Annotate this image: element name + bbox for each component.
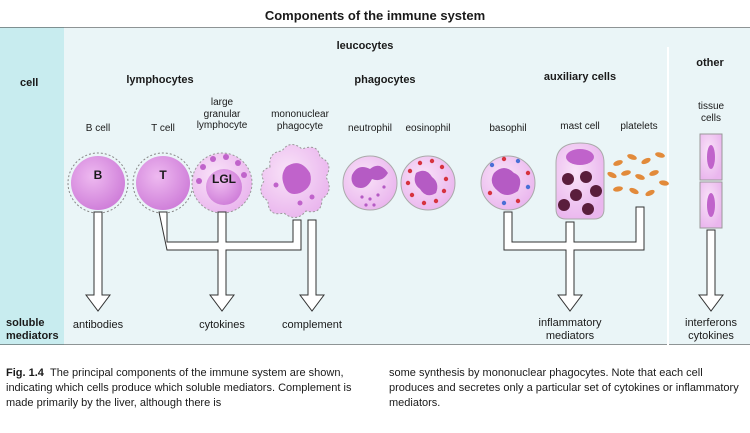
figure-number: Fig. 1.4 <box>6 367 44 379</box>
row-label-cell: cell <box>20 77 39 89</box>
label-neutrophil: neutrophil <box>348 123 392 134</box>
label-lgl: large granular lymphocyte <box>190 97 254 132</box>
label-b-cell: B cell <box>85 123 111 134</box>
lgl-cell-icon <box>191 152 253 214</box>
mediator-inflammatory-line2: mediators <box>545 330 595 343</box>
label-mast-cell: mast cell <box>560 121 600 132</box>
t-cell-letter: T <box>159 168 167 182</box>
label-mononuclear-phagocyte: mononuclear phagocyte <box>262 109 338 132</box>
diagram-panel: leucocytes other lymphocytes phagocytes … <box>0 27 750 345</box>
header-phagocytes: phagocytes <box>354 74 416 86</box>
label-basophil: basophil <box>489 123 527 134</box>
arrow-b-antibodies <box>85 211 111 312</box>
lgl-cell-letters: LGL <box>212 172 236 186</box>
arrow-interferons <box>698 229 724 312</box>
label-tissue-line2: cells <box>700 112 721 124</box>
row-label-mediators: mediators <box>6 330 59 343</box>
mediator-inflammatory: inflammatory mediators <box>530 317 610 343</box>
label-t-cell: T cell <box>151 123 175 134</box>
caption-left-column: Fig. 1.4 The principal components of the… <box>6 366 374 411</box>
immune-diagram-graphic <box>0 27 750 345</box>
row-label-soluble: soluble <box>6 317 45 329</box>
caption-left-text: The principal components of the immune s… <box>6 367 352 409</box>
label-lgl-line1: large <box>210 97 234 108</box>
mediator-cytokines: cytokines <box>199 319 245 331</box>
label-lgl-line3: lymphocyte <box>196 120 248 131</box>
header-lymphocytes: lymphocytes <box>126 74 194 86</box>
arrow-inflammatory <box>503 206 645 312</box>
label-platelets: platelets <box>620 121 658 132</box>
label-mononuclear-line1: mononuclear <box>271 109 329 120</box>
neutrophil-icon <box>342 155 398 211</box>
b-cell-icon <box>67 152 129 214</box>
diagram-title: Components of the immune system <box>264 8 486 23</box>
row-label-soluble-mediators: soluble mediators <box>6 317 59 343</box>
header-other: other <box>696 57 724 69</box>
mediator-inflammatory-line1: inflammatory <box>538 317 602 329</box>
mast-cell-icon <box>555 142 605 220</box>
mediator-antibodies: antibodies <box>72 319 124 331</box>
header-leucocytes: leucocytes <box>336 40 394 52</box>
arrow-complement <box>299 219 325 312</box>
basophil-icon <box>480 155 536 211</box>
caption-right-text: some synthesis by mononuclear phagocytes… <box>389 367 739 409</box>
eosinophil-icon <box>400 155 456 211</box>
platelets-icon <box>607 152 669 197</box>
b-cell-letter: B <box>93 168 103 182</box>
mediator-interferons-cytokines: interferons cytokines <box>676 317 746 343</box>
row-label-band <box>0 27 64 345</box>
mononuclear-phagocyte-icon <box>260 144 330 218</box>
label-tissue-line1: tissue <box>697 101 725 112</box>
caption-right-column: some synthesis by mononuclear phagocytes… <box>389 366 749 411</box>
label-lgl-line2: granular <box>203 108 241 120</box>
mediator-cytokines-other: cytokines <box>688 330 734 343</box>
label-eosinophil: eosinophil <box>405 123 451 134</box>
mediator-complement: complement <box>282 319 342 331</box>
label-mononuclear-line2: phagocyte <box>276 120 324 132</box>
arrow-cytokines <box>158 211 302 312</box>
mediator-interferons: interferons <box>685 317 737 329</box>
tissue-cells-icon <box>699 133 723 229</box>
header-auxiliary-cells: auxiliary cells <box>543 71 617 83</box>
label-tissue-cells: tissue cells <box>686 101 736 124</box>
